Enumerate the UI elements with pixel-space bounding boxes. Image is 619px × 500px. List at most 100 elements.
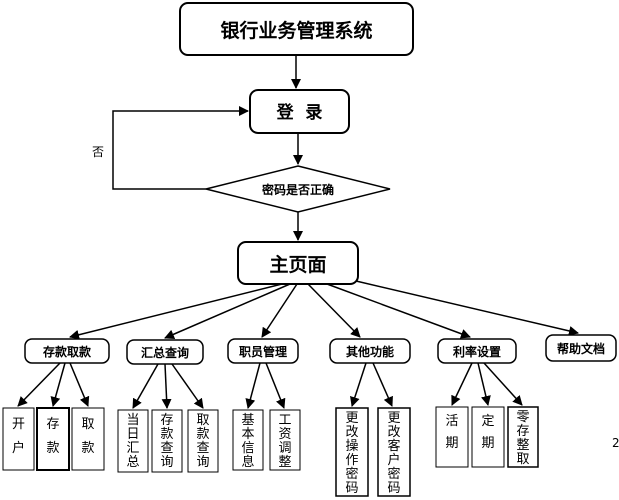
leaf-open-account: 开 户	[2, 407, 35, 471]
leaf-char: 定	[481, 414, 494, 429]
leaf-deposit-query: 存 款 查 询	[151, 409, 183, 473]
leaf-char: 操	[345, 438, 358, 454]
module-label: 汇总查询	[141, 345, 189, 360]
leaf-char: 工	[278, 413, 291, 428]
leaf-char: 款	[81, 441, 94, 456]
arrow-to-child	[372, 362, 393, 407]
arrow-to-child	[451, 362, 473, 406]
leaf-char: 户	[12, 440, 25, 456]
leaf-basic-info: 基 本 信 息	[232, 409, 264, 471]
leaf-char: 本	[241, 427, 254, 442]
leaf-char: 查	[160, 441, 173, 456]
system-title: 银行业务管理系统	[220, 19, 372, 42]
leaf-char: 密	[345, 466, 358, 482]
leaf-char: 活	[445, 414, 458, 429]
leaf-deposit: 存 款	[36, 407, 70, 471]
leaf-char: 开	[12, 417, 25, 432]
leaf-char: 更	[345, 411, 358, 426]
leaf-char: 调	[278, 441, 291, 456]
system-title-node: 银行业务管理系统	[179, 2, 414, 56]
arrow-main-to-deposit	[69, 283, 283, 340]
leaf-char: 整	[278, 455, 291, 470]
arrow-to-child	[477, 362, 491, 406]
arrow-to-child	[171, 363, 204, 409]
leaf-char: 当	[126, 413, 139, 428]
leaf-char: 汇	[126, 441, 139, 456]
login-label: 登 录	[276, 102, 323, 123]
leaf-char: 存	[160, 413, 173, 428]
leaf-char: 取	[196, 413, 209, 428]
leaf-char: 总	[126, 455, 139, 470]
leaf-char: 取	[516, 452, 529, 467]
leaf-char: 期	[445, 436, 458, 451]
module-rate-settings: 利率设置	[437, 338, 517, 364]
leaf-change-customer-password: 更 改 客 户 密 码	[377, 407, 411, 497]
leaf-char: 改	[345, 425, 358, 440]
leaf-char: 更	[387, 411, 400, 426]
arrow-no-loop	[112, 106, 249, 190]
leaf-daily-summary: 当 日 汇 总	[117, 409, 149, 473]
module-other-functions: 其他功能	[329, 338, 411, 364]
leaf-char: 款	[46, 441, 59, 456]
leaf-withdraw: 取 款	[71, 407, 105, 471]
leaf-char: 资	[278, 427, 291, 442]
arrow-to-child	[245, 362, 261, 409]
module-help-docs: 帮助文档	[545, 334, 617, 362]
leaf-char: 查	[196, 441, 209, 456]
arrow-main-to-staff	[261, 283, 298, 338]
leaf-current-account: 活 期	[435, 406, 469, 468]
password-check-label: 密码是否正确	[262, 182, 334, 197]
module-label: 存款取款	[42, 344, 92, 359]
leaf-char: 息	[241, 454, 254, 470]
module-deposit-withdraw: 存款取款	[24, 338, 110, 364]
login-node: 登 录	[249, 89, 350, 134]
module-label: 其他功能	[346, 344, 394, 359]
module-summary-query: 汇总查询	[126, 339, 204, 365]
leaf-char: 密	[387, 466, 400, 482]
arrow-to-child	[483, 362, 523, 406]
module-label: 帮助文档	[557, 341, 605, 356]
leaf-withdraw-query: 取 款 查 询	[187, 409, 219, 473]
module-label: 利率设置	[453, 344, 501, 359]
arrow-to-child	[161, 363, 172, 409]
leaf-char: 码	[387, 481, 400, 496]
leaf-char: 取	[81, 417, 94, 432]
main-page-node: 主页面	[237, 241, 359, 285]
leaf-char: 改	[387, 425, 400, 440]
arrow-to-child	[132, 363, 159, 409]
leaf-char: 询	[160, 455, 173, 470]
leaf-char: 信	[241, 441, 254, 456]
arrow-to-child	[350, 362, 367, 407]
leaf-char: 整	[516, 438, 529, 453]
module-staff-management: 职员管理	[227, 338, 299, 364]
leaf-char: 存	[516, 424, 529, 439]
leaf-char: 日	[126, 427, 139, 442]
leaf-char: 作	[345, 453, 358, 468]
leaf-char: 码	[345, 481, 358, 496]
leaf-char: 零	[516, 410, 529, 425]
edge-mark: 2	[612, 436, 619, 450]
arrow-main-to-other	[307, 283, 361, 338]
leaf-char: 客	[387, 438, 400, 454]
leaf-char: 期	[481, 436, 494, 451]
password-check-node: 密码是否正确	[205, 165, 391, 213]
arrow-main-to-rate	[326, 283, 471, 339]
leaf-char: 基	[241, 413, 254, 428]
leaf-change-operator-password: 更 改 操 作 密 码	[335, 407, 369, 497]
leaf-char: 存	[46, 417, 59, 432]
leaf-char: 款	[196, 427, 209, 442]
arrow-to-child	[17, 362, 61, 407]
leaf-lump-sum-deposit: 零 存 整 取	[507, 406, 539, 468]
arrow-main-to-help	[355, 280, 579, 336]
main-page-label: 主页面	[269, 254, 326, 276]
arrow-to-child	[50, 362, 66, 407]
leaf-fixed-deposit: 定 期	[471, 406, 505, 468]
leaf-char: 户	[387, 452, 400, 468]
leaf-char: 款	[160, 427, 173, 442]
arrow-to-child	[69, 362, 90, 407]
module-label: 职员管理	[239, 344, 287, 359]
leaf-salary-adjust: 工 资 调 整	[269, 409, 301, 471]
arrow-to-child	[265, 362, 286, 409]
no-label: 否	[92, 145, 104, 159]
